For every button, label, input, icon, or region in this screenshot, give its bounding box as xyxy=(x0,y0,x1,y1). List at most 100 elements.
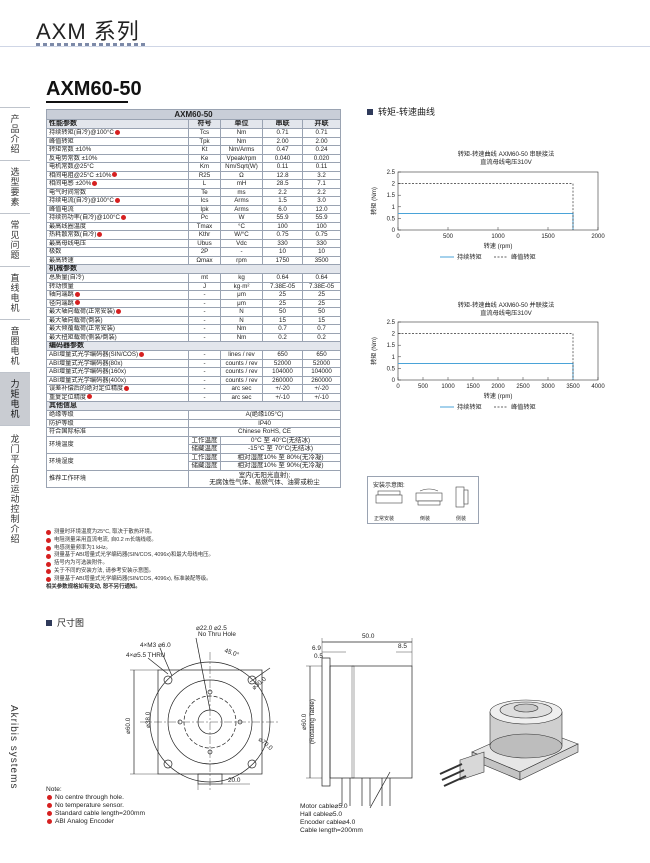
table-cell: 1.5 xyxy=(262,196,303,206)
dim-label: ⌀22.0 ⌀2.5 xyxy=(196,625,227,632)
table-cell: 0.75 xyxy=(262,230,303,240)
table-cell: 52000 xyxy=(301,358,342,368)
table-cell: 并联 xyxy=(301,119,342,129)
dimension-drawing: ⌀22.0 ⌀2.5 No Thru Hole 4×M3 ⌀6.0 4×⌀5.5… xyxy=(125,625,579,809)
table-cell: - xyxy=(188,392,221,402)
note-marker-icon xyxy=(74,300,80,306)
table-cell: ABI增量式光学编码器(80x) xyxy=(46,358,189,368)
series-title: AXM 系列 xyxy=(36,19,140,44)
table-cell: 25 xyxy=(301,298,342,308)
table-cell: L xyxy=(188,179,221,189)
table-cell: Arms xyxy=(220,196,263,206)
note-marker-icon xyxy=(92,180,98,186)
table-cell: arc sec xyxy=(220,392,263,402)
table-cell: 260000 xyxy=(262,375,303,385)
note-item: 括号内为可选装附件。 xyxy=(46,560,346,568)
table-cell: °C xyxy=(220,221,263,231)
table-cell: +/-20 xyxy=(262,384,303,394)
dim-label: (Rotating Table) xyxy=(309,699,316,744)
note-item: No temperature sensor. xyxy=(46,802,145,810)
table-row: 推荐工作环境室内(无阳光直射);无腐蚀性气体、易燃气体、油雾或粉尘 xyxy=(46,469,342,488)
table-cell: 转动惯量 xyxy=(46,281,189,291)
table-row: 误差补偿后的绝对定位精度-arc sec+/-20+/-20 xyxy=(46,384,342,394)
table-cell: 推荐工作环境 xyxy=(46,469,189,488)
note-item: No centre through hole. xyxy=(46,794,145,802)
x-tick-label: 1000 xyxy=(441,384,455,390)
table-cell: 绝缘等级 xyxy=(46,410,189,420)
sidebar-item-selection[interactable]: 选型要素 xyxy=(0,160,30,213)
sidebar-item-voice-coil[interactable]: 音圈电机 xyxy=(0,319,30,372)
dimension-section-title: 尺寸图 xyxy=(46,616,84,629)
table-cell: counts / rev xyxy=(220,367,263,377)
sidebar-item-torque-motor[interactable]: 力矩电机 xyxy=(0,372,30,425)
y-axis-label: 转矩 (Nm) xyxy=(370,337,378,365)
dimension-notes: Note: No centre through hole. No tempera… xyxy=(46,786,145,826)
table-cell: 3.2 xyxy=(301,170,342,180)
note-item: 测量基于ABI增量式光学编码器(SIN/COS, 4096x), 标准装配等级。 xyxy=(46,576,346,584)
table-cell: 3500 xyxy=(301,255,342,265)
table-cell: -15°C 至 70°C(无结冰) xyxy=(219,444,342,454)
table-cell: - xyxy=(188,290,221,300)
x-tick-label: 500 xyxy=(443,234,454,240)
table-cell: Tpk xyxy=(188,136,221,146)
table-cell: - xyxy=(188,332,221,342)
table-cell: Nm/Sqrt(W) xyxy=(220,162,263,172)
table-cell: - xyxy=(188,315,221,325)
table-cell: 相对湿度10% 至 80%(无冷凝) xyxy=(219,452,342,462)
sidebar-item-product-intro[interactable]: 产品介绍 xyxy=(0,107,30,160)
note-marker-icon xyxy=(46,577,51,583)
y-tick-label: 1.5 xyxy=(387,343,396,349)
table-cell: - xyxy=(188,307,221,317)
sidebar-item-faq[interactable]: 常见问题 xyxy=(0,213,30,266)
legend-cont-label: 持续转矩 xyxy=(457,253,482,261)
table-cell: 0.11 xyxy=(262,162,303,172)
header-rule xyxy=(0,46,650,47)
table-cell: 25 xyxy=(262,298,303,308)
table-cell: Kt xyxy=(188,145,221,155)
y-tick-label: 2 xyxy=(392,332,396,338)
x-tick-label: 4000 xyxy=(591,384,605,390)
table-cell: 104000 xyxy=(262,367,303,377)
note-marker-icon xyxy=(124,385,130,391)
table-cell: 电气时间常数 xyxy=(46,187,189,197)
table-cell: 0.47 xyxy=(262,145,303,155)
isometric-view xyxy=(439,699,579,787)
side-install-icon xyxy=(455,486,469,508)
table-cell: Vdc xyxy=(220,238,263,248)
table-cell: 2.2 xyxy=(262,187,303,197)
model-title: AXM60-50 xyxy=(46,78,142,100)
sidebar-item-gantry[interactable]: 龙门平台的运动控制介绍 xyxy=(0,425,30,551)
y-tick-label: 2 xyxy=(392,182,396,188)
dim-label: 8.5 xyxy=(398,643,407,650)
table-cell: 0.75 xyxy=(301,230,342,240)
table-cell: ABI增量式光学编码器(SIN/COS) xyxy=(46,350,189,360)
table-cell: 环境温度 xyxy=(46,435,189,454)
y-tick-label: 1.5 xyxy=(387,193,396,199)
table-cell: Chinese RoHS, CE xyxy=(187,427,342,437)
table-cell: 12.0 xyxy=(301,204,342,214)
table-cell: 转矩常数 ±10% xyxy=(46,145,189,155)
table-cell: 工作湿度 xyxy=(188,452,221,462)
x-tick-label: 500 xyxy=(418,384,429,390)
table-cell: 性能参数 xyxy=(46,119,189,129)
table-cell: Vpeak/rpm xyxy=(220,153,263,163)
table-cell: 编码器参数 xyxy=(45,341,342,351)
table-cell: 50 xyxy=(301,307,342,317)
table-cell: 2.2 xyxy=(301,187,342,197)
note-marker-icon xyxy=(87,394,93,400)
sidebar-item-linear-motor[interactable]: 直线电机 xyxy=(0,266,30,319)
inverted-install-icon xyxy=(415,488,443,506)
section-square-icon xyxy=(46,619,52,626)
dim-label: ⌀30.0 xyxy=(251,675,268,691)
sidebar-item-label: 常见问题 xyxy=(9,220,20,260)
table-cell: 最大轴向载荷(倒装) xyxy=(46,315,189,325)
corner-hole xyxy=(163,759,173,769)
